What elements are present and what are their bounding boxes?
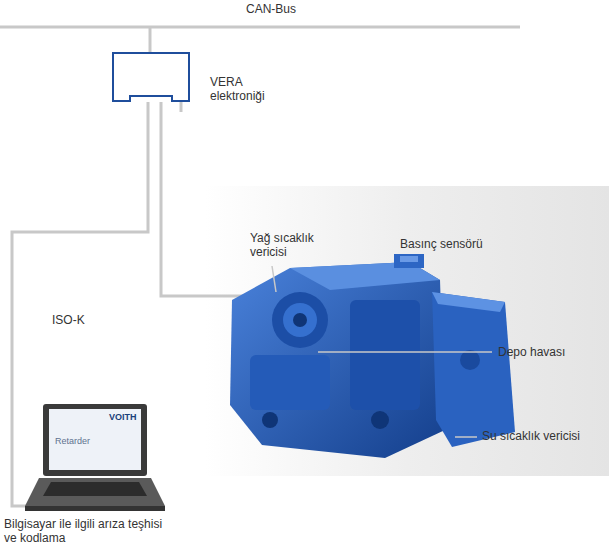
keyboard <box>43 482 147 496</box>
wire-stub <box>180 102 183 112</box>
bus-label: CAN-Bus <box>246 3 296 17</box>
interface-cable <box>12 102 148 506</box>
laptop-base <box>25 478 165 506</box>
retarder-illustration <box>230 254 515 458</box>
caption-label: Bilgisayar ile ilgili arıza teşhisi ve k… <box>4 518 164 546</box>
part-label: Depo havası <box>498 346 565 360</box>
screen <box>49 409 141 470</box>
screen-frame <box>43 404 147 476</box>
unit-outline <box>113 53 189 101</box>
control-unit-box: VERA elektroniği <box>112 52 190 102</box>
leader-line <box>272 266 276 292</box>
bus-drop-wire <box>149 27 152 52</box>
sensor-wire <box>161 102 292 296</box>
sensor-label: Yağ sıcaklık vericisi <box>250 232 334 260</box>
leader-line <box>318 351 492 353</box>
laptop-computer: VOITH Retarder <box>25 402 165 516</box>
leader-line <box>455 436 477 438</box>
screen-text: Retarder <box>55 436 90 446</box>
interface-label: ISO-K <box>50 314 87 328</box>
brand-logo: VOITH <box>109 412 137 422</box>
laptop-edge <box>25 506 165 511</box>
can-bus-line <box>0 26 520 29</box>
sensor-label: Su sıcaklık vericisi <box>482 430 580 444</box>
vera-outline <box>112 52 190 102</box>
laptop-outline <box>25 402 165 516</box>
sensor-label: Basınç sensörü <box>400 238 483 252</box>
unit-label: VERA elektroniği <box>210 76 300 104</box>
background-panel <box>205 186 609 476</box>
